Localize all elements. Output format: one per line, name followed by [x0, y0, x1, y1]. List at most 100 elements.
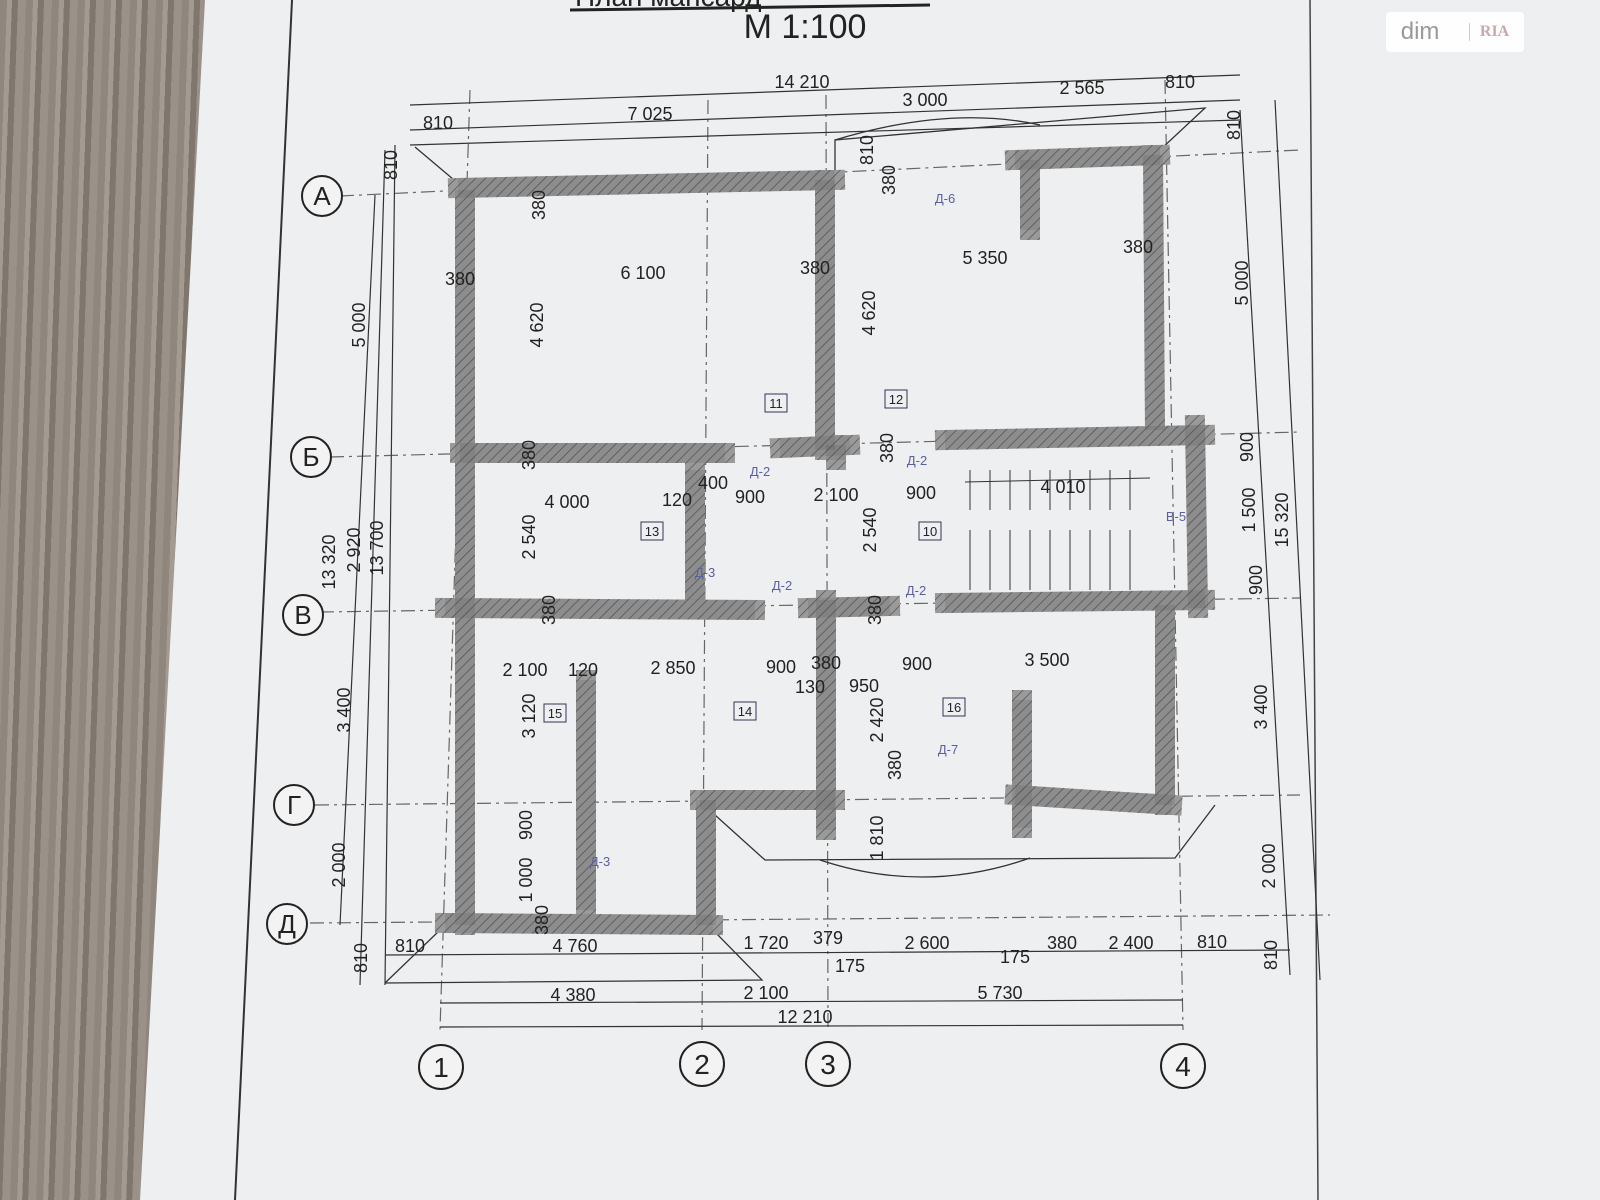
column-axis-label: 2	[694, 1049, 710, 1080]
sheet-frame	[234, 0, 293, 1200]
dimension-label: 900	[1246, 565, 1266, 595]
room-tag-box	[918, 521, 942, 541]
room-tag-box	[640, 521, 664, 541]
room-number: 10	[923, 524, 937, 539]
column-axis-marker	[1160, 1043, 1206, 1089]
dimension-label: 5 730	[977, 983, 1022, 1003]
wall-shade	[944, 425, 1206, 450]
dimension-label: 5 000	[349, 302, 369, 347]
dimension-label: 379	[813, 928, 843, 948]
wall-shade	[1143, 154, 1165, 431]
dimension-line	[1274, 99, 1321, 981]
dimension-line	[384, 144, 396, 986]
dimension-label: 900	[766, 657, 796, 677]
dimension-label: 4 380	[550, 985, 595, 1005]
row-axis-marker	[273, 784, 315, 826]
dimension-label: 2 540	[519, 514, 539, 559]
door-label: Д-2	[772, 578, 792, 593]
dimension-label: 810	[857, 135, 877, 165]
row-axis-label: Д	[278, 909, 296, 939]
dimension-label: 14 210	[774, 72, 829, 92]
dimension-label: 380	[879, 165, 899, 195]
wall	[434, 912, 724, 936]
dimension-label: 1 810	[867, 815, 887, 860]
dimension-label: 4 000	[544, 492, 589, 512]
dimension-label: 380	[800, 258, 830, 278]
dimension-label: 2 540	[860, 507, 880, 552]
dimension-line	[339, 194, 376, 926]
row-axis-label: Б	[302, 442, 319, 472]
dimension-label: 130	[795, 677, 825, 697]
dimension-label: 810	[1165, 72, 1195, 92]
dimension-label: 810	[1197, 932, 1227, 952]
dimension-line	[409, 99, 1241, 131]
door-label: Д-2	[750, 464, 770, 479]
room-tag-box	[543, 703, 567, 723]
dimension-label: 400	[698, 473, 728, 493]
room-tag-box	[764, 393, 788, 413]
dimension-label: 810	[1261, 940, 1281, 970]
dimension-label: 5 350	[962, 248, 1007, 268]
dimension-label: 4 010	[1040, 477, 1085, 497]
row-axis-marker	[282, 594, 324, 636]
dimension-label: 380	[1047, 933, 1077, 953]
dimension-line	[409, 119, 1241, 146]
dimension-line	[439, 999, 1184, 1004]
walls	[434, 144, 1216, 936]
wall-shade	[444, 598, 756, 620]
sheet-frame-right	[1309, 0, 1319, 1200]
dimension-line	[359, 149, 386, 986]
row-axis-label: В	[294, 600, 311, 630]
dimension-label: 13 320	[319, 534, 339, 589]
door-label: Д-6	[935, 191, 955, 206]
dimension-label: 2 100	[502, 660, 547, 680]
dimension-label: 6 100	[620, 263, 665, 283]
wall-shade	[1014, 785, 1173, 815]
title-underline	[569, 3, 931, 12]
dimension-label: 2 920	[344, 527, 364, 572]
wall	[447, 169, 846, 199]
wall	[934, 424, 1216, 451]
dimension-label: 4 620	[527, 302, 547, 347]
dimension-label: 380	[877, 433, 897, 463]
column-axis-marker	[418, 1044, 464, 1090]
balcony-arc	[819, 857, 1031, 878]
balcony-arc	[834, 117, 1041, 141]
dimension-label: 2 420	[867, 697, 887, 742]
dimension-label: 900	[516, 810, 536, 840]
room-number: 11	[769, 396, 783, 411]
dimension-label: 5 000	[1232, 260, 1252, 305]
wall-shade	[779, 435, 851, 458]
axis-line	[1164, 79, 1184, 1031]
row-axis-marker	[266, 903, 308, 945]
dimension-label: 380	[445, 269, 475, 289]
column-axis-label: 4	[1175, 1051, 1191, 1082]
scale-label: M 1:100	[744, 8, 867, 46]
wall-shade	[1014, 145, 1161, 170]
door-label: Д-3	[695, 565, 715, 580]
room-number: 16	[947, 700, 961, 715]
dimension-label: 2 100	[813, 485, 858, 505]
dimension-label: 15 320	[1272, 492, 1292, 547]
dimension-line	[384, 949, 1291, 956]
dimension-label: 380	[885, 750, 905, 780]
dimension-label: 1 500	[1239, 487, 1259, 532]
dimension-label: 3 000	[902, 90, 947, 110]
wall-shade	[1185, 424, 1208, 609]
wall-shade	[457, 170, 836, 198]
room-tag-box	[884, 389, 908, 409]
row-axis-marker	[301, 175, 343, 217]
wall	[1142, 144, 1166, 441]
dimension-label: 900	[906, 483, 936, 503]
dimension-label: 380	[865, 595, 885, 625]
row-axis-label: А	[313, 181, 331, 211]
dimension-label: 1 720	[743, 933, 788, 953]
dimension-label: 900	[902, 654, 932, 674]
wall-shade	[807, 596, 891, 618]
dimension-label: 2 850	[650, 658, 695, 678]
door-label: Д-2	[906, 583, 926, 598]
dimension-label: 810	[351, 943, 371, 973]
dimension-lines	[339, 74, 1321, 1028]
